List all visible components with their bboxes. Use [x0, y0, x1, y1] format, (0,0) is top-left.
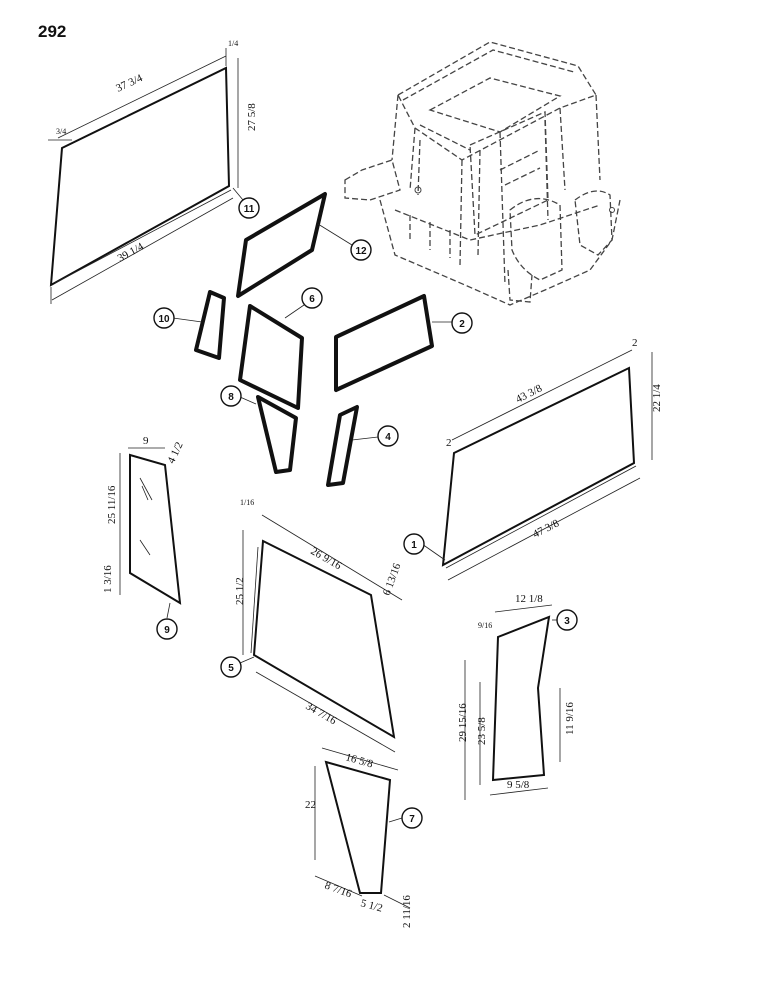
- glass-part-5: 26 9/16 1/16 25 1/2 6 13/16 34 7/16: [234, 498, 404, 753]
- glass-part-8: [256, 395, 298, 474]
- dim-p3-bottom: 9 5/8: [507, 779, 530, 791]
- callout-2: 2: [451, 312, 473, 334]
- svg-text:11: 11: [244, 204, 255, 215]
- callout-8: 8: [220, 385, 242, 407]
- dim-p7-bottom-left: 8 7/16: [323, 880, 354, 901]
- dim-p1-bottom: 47 3/8: [531, 517, 562, 541]
- svg-text:4: 4: [385, 432, 391, 443]
- svg-text:1: 1: [411, 540, 417, 551]
- glass-part-2: [334, 294, 434, 392]
- dim-p3-top: 12 1/8: [515, 593, 543, 605]
- svg-text:8: 8: [228, 392, 234, 403]
- callout-10: 10: [153, 307, 175, 329]
- callout-1: 1: [403, 533, 425, 555]
- dim-p5-height: 25 1/2: [234, 577, 246, 605]
- dim-p3-height-inner: 23 5/8: [476, 717, 488, 745]
- glass-part-7: 16 5/8 22 8 7/16 5 1/2 2 11/16: [305, 747, 413, 928]
- glass-part-9: 9 4 1/2 25 11/16 1 3/16: [102, 435, 186, 605]
- svg-text:10: 10: [158, 314, 170, 325]
- dim-p5-bottom: 34 7/16: [304, 700, 339, 727]
- dim-p9-bottom-left: 1 3/16: [102, 565, 114, 593]
- dim-p7-bottom-right: 2 11/16: [401, 895, 413, 928]
- callout-5: 5: [220, 656, 242, 678]
- glass-part-6: [238, 304, 304, 410]
- dim-p3-height-total: 29 15/16: [457, 703, 469, 742]
- dim-p11-corner-b: 1/4: [228, 39, 238, 48]
- dim-p11-top: 37 3/4: [114, 72, 145, 95]
- svg-text:7: 7: [409, 814, 415, 825]
- page-number: 292: [38, 22, 67, 41]
- dim-p1-top: 43 3/8: [514, 382, 545, 406]
- dim-p5-right: 6 13/16: [381, 561, 404, 597]
- leader-lines: [166, 187, 558, 823]
- svg-text:12: 12: [355, 246, 367, 257]
- svg-text:6: 6: [309, 294, 315, 305]
- callout-11: 11: [238, 197, 260, 219]
- dim-p9-top-right: 4 1/2: [165, 440, 185, 465]
- dim-p3-right: 11 9/16: [564, 702, 576, 735]
- dim-p7-bottom-mid: 5 1/2: [359, 897, 384, 914]
- svg-text:3: 3: [564, 616, 570, 627]
- svg-text:9: 9: [164, 625, 170, 636]
- callout-6: 6: [301, 287, 323, 309]
- dim-p3-top-left: 9/16: [478, 621, 492, 630]
- dim-p7-height: 22: [305, 799, 316, 811]
- dim-p1-height: 22 1/4: [651, 384, 663, 412]
- callout-9: 9: [156, 618, 178, 640]
- dim-p1-corner-right: 2: [632, 337, 638, 349]
- cab-illustration: [344, 41, 621, 306]
- glass-part-11: 37 3/4 3/4 1/4 27 5/8 39 1/4: [48, 39, 258, 304]
- glass-part-12: [236, 192, 327, 298]
- dim-p11-corner-a: 3/4: [56, 127, 66, 136]
- dim-p9-top: 9: [143, 435, 149, 447]
- glass-part-1: 43 3/8 2 2 22 1/4 47 3/8: [441, 337, 663, 581]
- glass-part-10: [194, 290, 226, 360]
- callout-12: 12: [350, 239, 372, 261]
- svg-text:2: 2: [459, 319, 465, 330]
- svg-text:5: 5: [228, 663, 234, 674]
- callout-4: 4: [377, 425, 399, 447]
- callout-3: 3: [556, 609, 578, 631]
- dim-p9-height: 25 11/16: [106, 485, 118, 524]
- dim-p11-height: 27 5/8: [246, 103, 258, 131]
- dim-p5-corner: 1/16: [240, 498, 254, 507]
- dim-p1-corner-left: 2: [446, 437, 452, 449]
- callout-7: 7: [401, 807, 423, 829]
- glass-part-4: [326, 405, 359, 487]
- glass-part-3: 12 1/8 9/16 29 15/16 23 5/8 11 9/16 9 5/…: [457, 593, 576, 800]
